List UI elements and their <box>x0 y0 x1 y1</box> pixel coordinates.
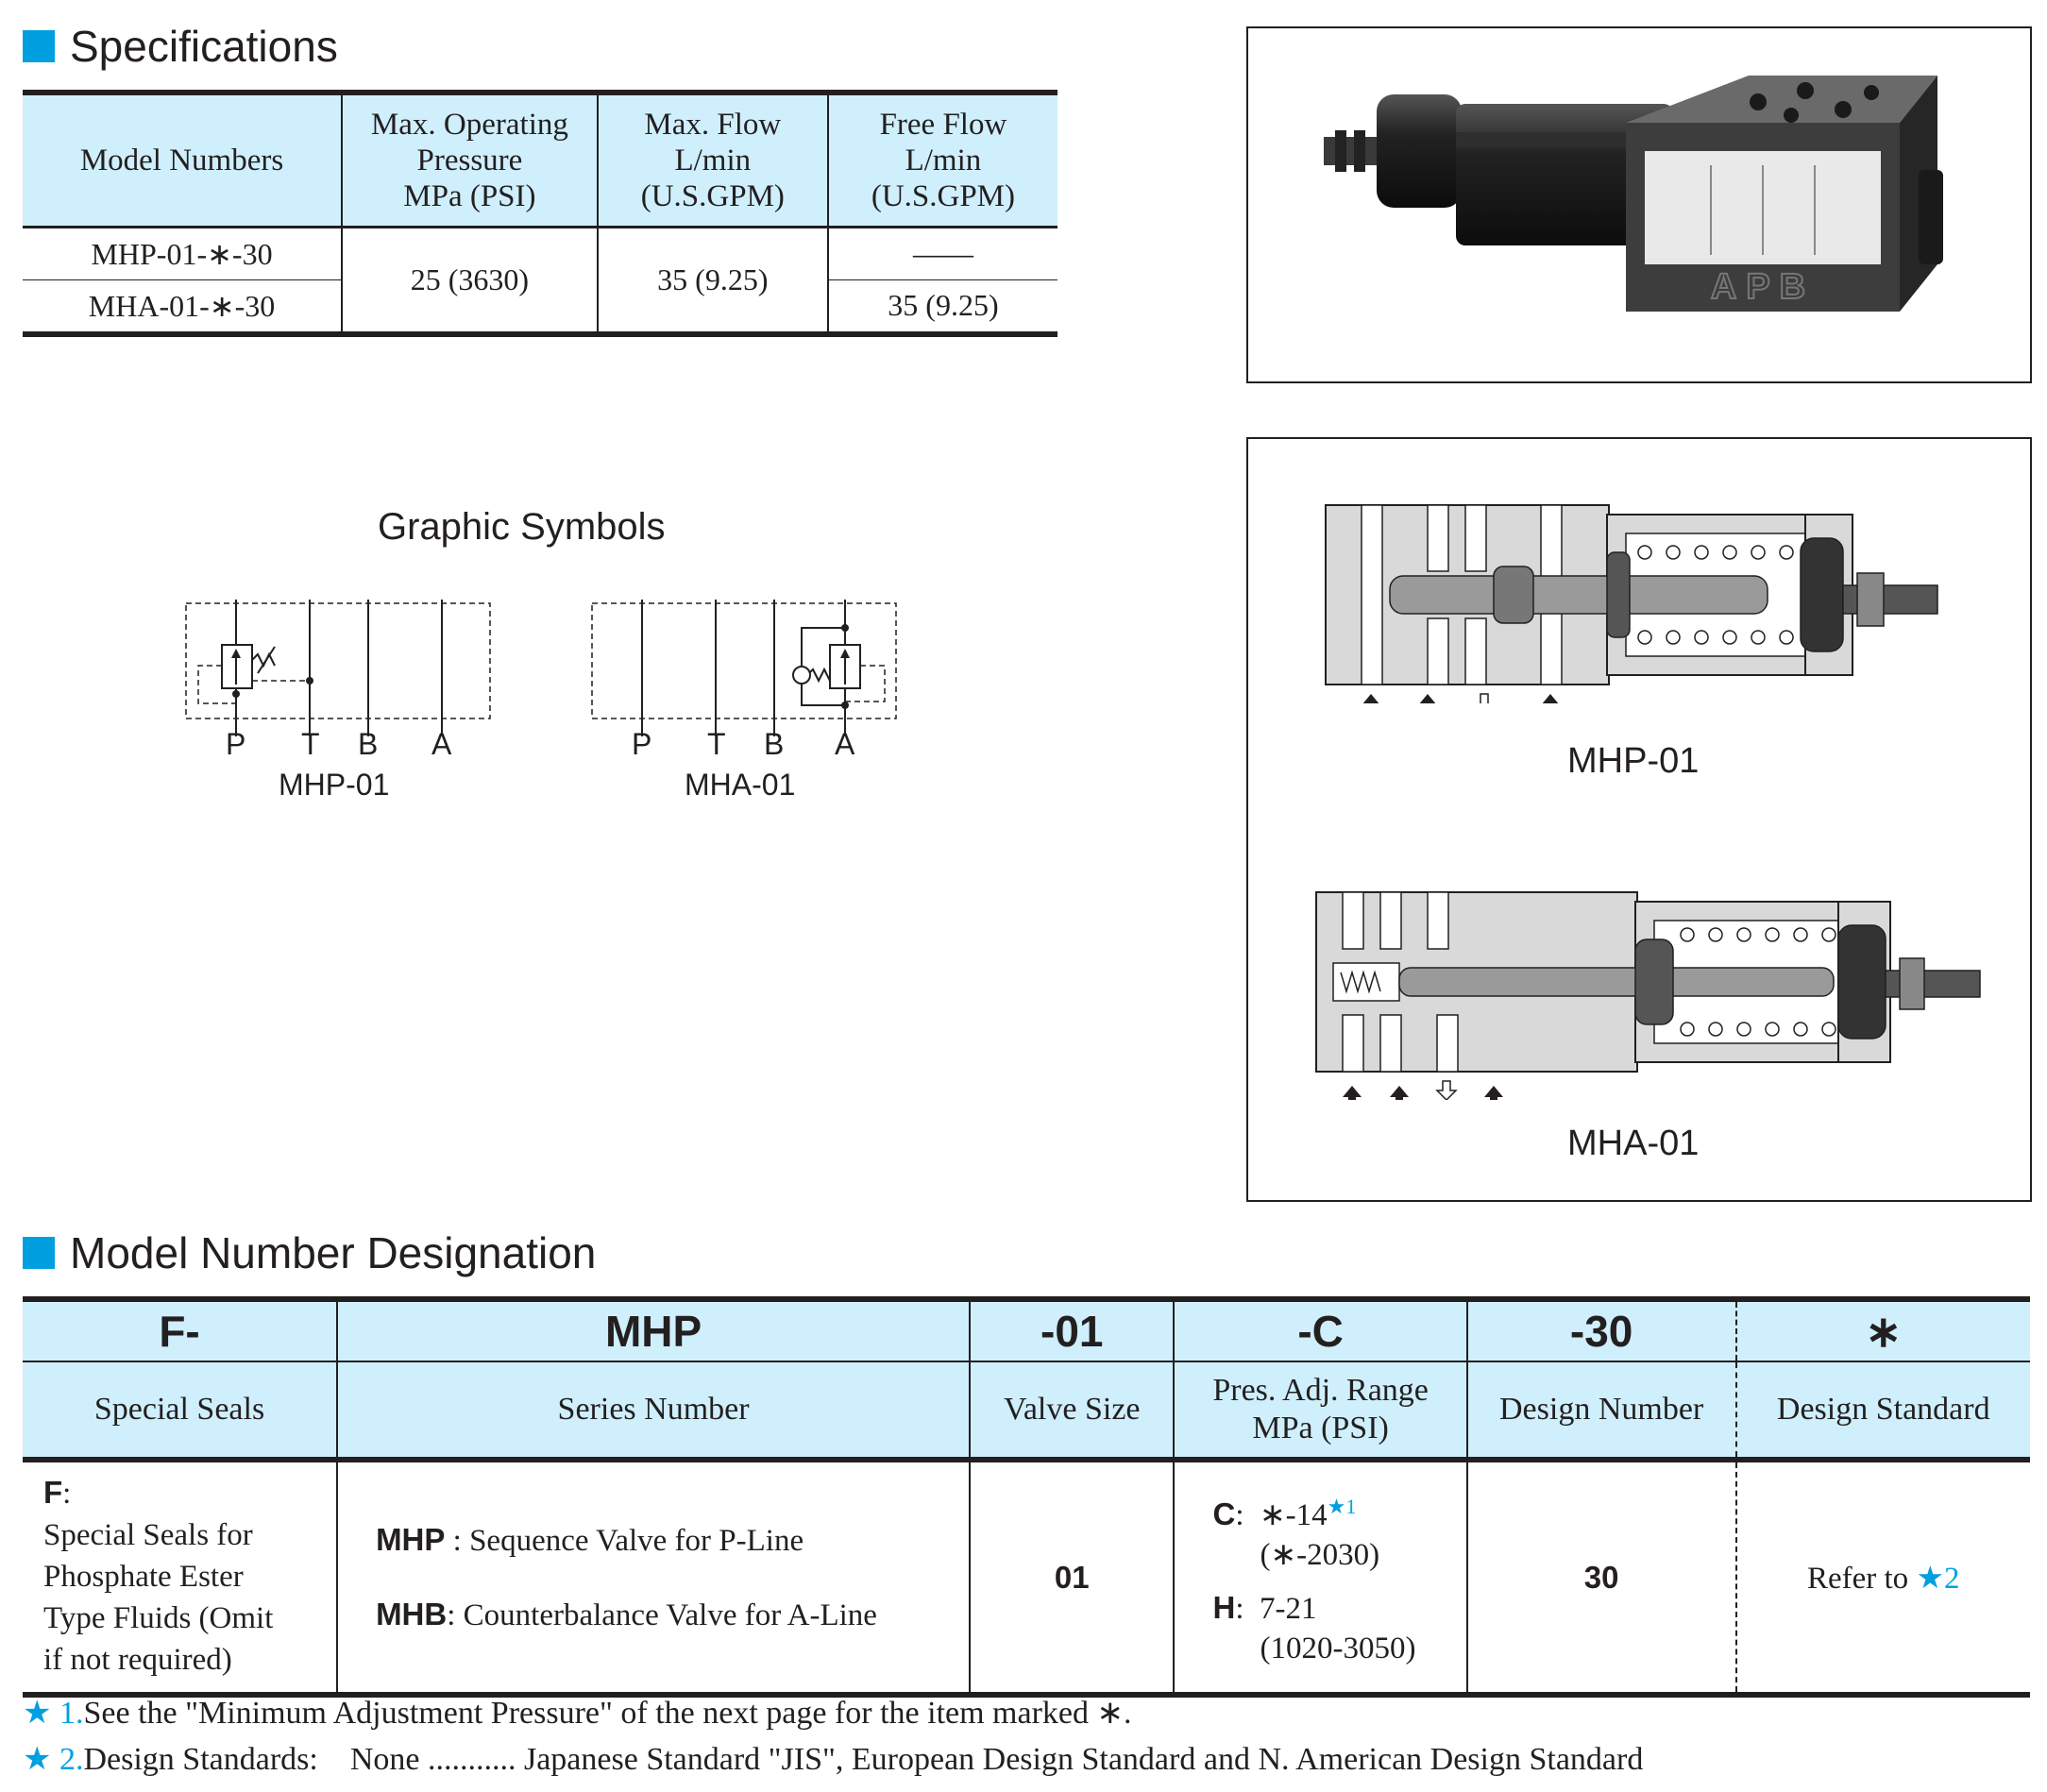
note-1: ★ 1.See the "Minimum Adjustment Pressure… <box>23 1694 1132 1732</box>
valve-size-cell: 01 <box>969 1457 1175 1695</box>
table-row: MHP-01-∗-30 25 (3630) 35 (9.25) —— <box>23 227 1057 334</box>
specifications-title: Specifications <box>70 22 338 71</box>
code-series: MHP <box>336 1299 971 1362</box>
seals-code: F <box>43 1475 63 1510</box>
code-pressure-range: -C <box>1173 1299 1467 1362</box>
label-series: Series Number <box>336 1361 971 1460</box>
model-designation-title: Model Number Designation <box>70 1228 597 1277</box>
label-design-standard: Design Standard <box>1734 1361 2030 1460</box>
symbol-label-mhp: MHP-01 <box>279 768 390 802</box>
graphic-symbol-mhp: P T B A MHP-01 <box>184 600 505 802</box>
port-label-a: A <box>835 727 855 761</box>
note-text: Design Standards: None ........... Japan… <box>83 1742 1644 1777</box>
code-special-seals: F- <box>23 1299 338 1362</box>
model-designation-heading: Model Number Designation <box>23 1227 596 1278</box>
symbol-label-mha: MHA-01 <box>685 768 796 802</box>
port-label-p: P <box>226 727 246 761</box>
section-label-mha: MHA-01 <box>1567 1124 1700 1163</box>
series-cell: MHP : Sequence Valve for P-Line MHB: Cou… <box>336 1457 971 1695</box>
code-design-number: -30 <box>1465 1299 1736 1362</box>
section-marker-icon <box>23 1237 55 1269</box>
pressure-cell: 25 (3630) <box>341 227 598 334</box>
port-label-t: T <box>301 727 320 761</box>
table-row: F: Special Seals for Phosphate Ester Typ… <box>23 1457 2030 1695</box>
label-valve-size: Valve Size <box>969 1361 1175 1460</box>
valve-photo-illustration: APB <box>1324 76 1943 312</box>
specifications-table: Model Numbers Max. Operating Pressure MP… <box>23 90 1057 337</box>
section-marker-icon <box>23 30 55 62</box>
sectional-views: MHP-01 MHA-01 <box>1246 437 2032 1202</box>
label-pressure-range: Pres. Adj. Range MPa (PSI) <box>1173 1361 1467 1460</box>
port-label-a: A <box>431 727 452 761</box>
pressure-range-cell: C: ∗-14★1 (∗-2030) H: 7-21 (1020-3050) <box>1173 1457 1467 1695</box>
series-code-mhp: MHP <box>376 1521 446 1557</box>
free-flow-cell: —— <box>826 227 1057 280</box>
section-drawing-mhp <box>1325 504 1938 703</box>
header-max-flow: Max. Flow L/min (U.S.GPM) <box>596 93 828 228</box>
note-text: See the "Minimum Adjustment Pressure" of… <box>83 1696 1132 1731</box>
free-flow-cell: 35 (9.25) <box>826 279 1057 334</box>
section-drawing-mha <box>1315 891 1981 1100</box>
port-label-p: P <box>632 727 652 761</box>
header-free-flow: Free Flow L/min (U.S.GPM) <box>826 93 1057 228</box>
header-max-pressure: Max. Operating Pressure MPa (PSI) <box>341 93 598 228</box>
port-label-b: B <box>358 727 379 761</box>
note-2: ★ 2.Design Standards: None ........... J… <box>23 1740 1643 1778</box>
header-model-numbers: Model Numbers <box>23 93 343 228</box>
max-flow-cell: 35 (9.25) <box>596 227 828 334</box>
graphic-symbol-mha: P T B A MHA-01 <box>590 600 911 802</box>
label-special-seals: Special Seals <box>23 1361 338 1460</box>
label-design-number: Design Number <box>1465 1361 1736 1460</box>
code-valve-size: -01 <box>969 1299 1175 1362</box>
note-mark: ★ 2. <box>23 1742 84 1777</box>
code-design-standard: ∗ <box>1734 1299 2030 1362</box>
model-cell: MHP-01-∗-30 <box>23 227 343 280</box>
port-label-t: T <box>707 727 726 761</box>
port-label-b: B <box>764 727 785 761</box>
table-row: MHA-01-∗-30 35 (9.25) <box>23 279 1057 334</box>
design-standard-cell: Refer to ★2 <box>1734 1457 2030 1695</box>
model-cell: MHA-01-∗-30 <box>88 288 276 323</box>
series-code-mhb: MHB <box>376 1596 448 1631</box>
design-number-cell: 30 <box>1465 1457 1736 1695</box>
graphic-symbols-title: Graphic Symbols <box>378 506 666 548</box>
specifications-heading: Specifications <box>23 21 338 72</box>
seals-cell: F: Special Seals for Phosphate Ester Typ… <box>23 1457 338 1695</box>
product-photo: APB <box>1246 26 2032 383</box>
section-label-mhp: MHP-01 <box>1567 741 1700 781</box>
model-designation-table: F- MHP -01 -C -30 ∗ Special Seals Series… <box>23 1296 2030 1698</box>
brand-logo: APB <box>1711 267 1815 307</box>
note-mark: ★ 1. <box>23 1696 84 1731</box>
